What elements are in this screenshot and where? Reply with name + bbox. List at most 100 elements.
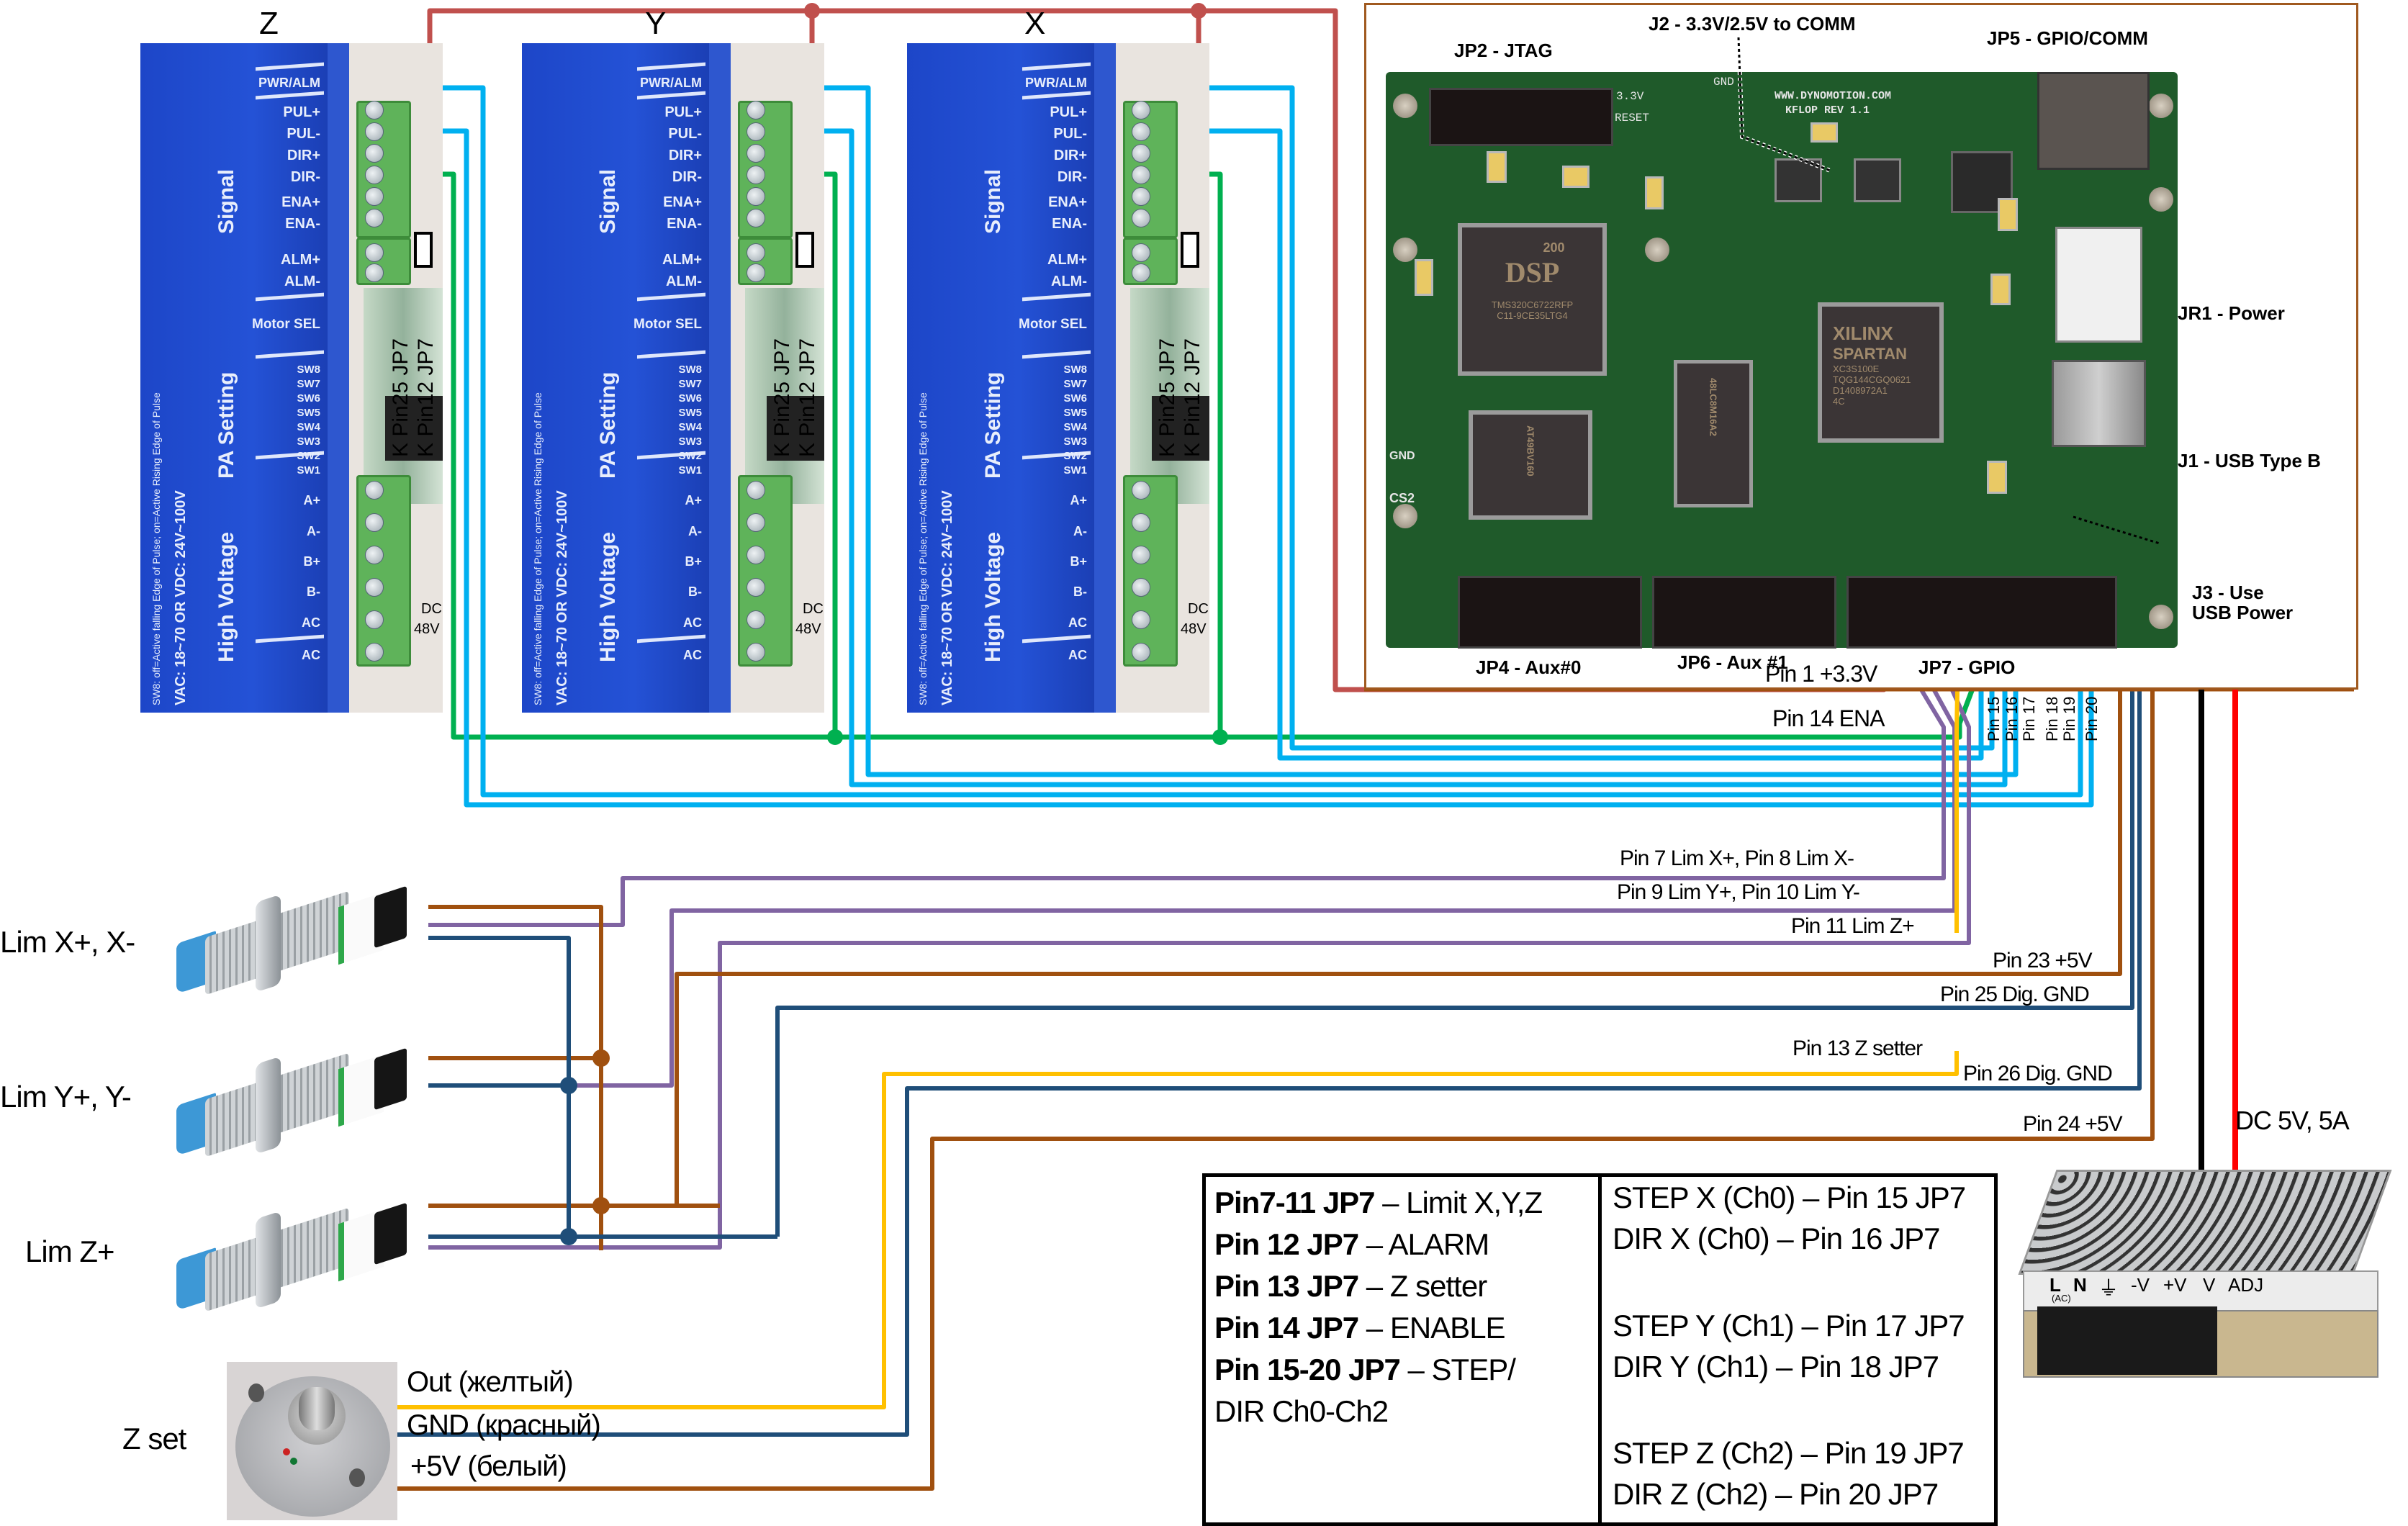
fpga-chip: XILINX SPARTAN XC3S100E TQG144CGQ0621 D1… — [1818, 302, 1944, 443]
label-step-dir-pin: Pin 19 — [2060, 696, 2078, 741]
legend-left-key: Pin 14 JP7 — [1214, 1311, 1359, 1345]
jp5-rj-connector — [2037, 72, 2150, 170]
legend-left-desc: – ENABLE — [1358, 1311, 1506, 1345]
sw-label: SW1 — [297, 464, 320, 477]
jp7-header — [1846, 576, 2117, 649]
sw-label: SW2 — [297, 450, 320, 462]
hv-pin-label: AC — [683, 615, 702, 630]
48v-label: 48V — [795, 621, 821, 637]
wire-sensor-5v — [428, 905, 603, 1250]
capacitor — [1415, 259, 1433, 296]
wire-sensor-gnd — [428, 936, 571, 1244]
axis-label-z: Z — [259, 6, 279, 41]
hv-pin-label: A- — [307, 524, 320, 538]
sw-label: SW6 — [678, 392, 702, 405]
legend-left-key: Pin7-11 JP7 — [1214, 1186, 1375, 1219]
dc-label: DC — [1188, 601, 1209, 617]
mount-hole — [1393, 504, 1417, 528]
label-pin23: Pin 23 +5V — [1993, 949, 2093, 972]
motor-sel-label: Motor SEL — [252, 317, 320, 332]
power-terminal-block — [356, 475, 411, 667]
legend-left-key: Pin 15-20 JP7 — [1214, 1353, 1401, 1386]
silk-3v3: 3.3V — [1616, 90, 1644, 103]
psu-term-neg: -V — [2131, 1274, 2150, 1296]
wire-zsetter — [397, 1051, 1959, 1409]
mount-hole — [2149, 605, 2173, 629]
driver-pin-label: PWR/ALM — [1025, 76, 1087, 90]
driver-pin-label: PWR/ALM — [640, 76, 702, 90]
sw-label: SW4 — [678, 421, 702, 433]
capacitor — [1998, 198, 2018, 231]
silk-rev: KFLOP REV 1.1 — [1785, 104, 1870, 117]
axis-label-y: Y — [645, 6, 667, 41]
capacitor — [1645, 176, 1664, 209]
label-lim-x: Pin 7 Lim X+, Pin 8 Lim X- — [1620, 846, 1854, 870]
sw-label: SW8 — [297, 364, 320, 376]
psu-term-ground: ⏚ — [2098, 1277, 2119, 1299]
hv-pin-label: AC — [1068, 615, 1087, 630]
driver-pin-label: PWR/ALM — [258, 76, 320, 90]
dc-label: DC — [421, 601, 442, 617]
alarm-resistor — [414, 232, 433, 268]
power-terminal-block — [738, 475, 793, 667]
legend-left-row: Pin 14 JP7 – ENABLE — [1214, 1311, 1506, 1345]
label-psu: DC 5V, 5A — [2235, 1106, 2350, 1135]
pin-legend-table: Pin7-11 JP7 – Limit X,Y,Z Pin 12 JP7 – AL… — [1202, 1173, 1998, 1526]
capacitor — [1990, 274, 2011, 305]
dsp-brand: DSP — [1505, 256, 1560, 289]
driver-pin-label: ENA+ — [281, 194, 320, 210]
label-zset-out: Out (желтый) — [407, 1366, 574, 1398]
legend-left-row: Pin 12 JP7 – ALARM — [1214, 1227, 1489, 1262]
driver-pin-label: ENA- — [1052, 216, 1087, 232]
legend-left-desc: – Limit X,Y,Z — [1374, 1186, 1543, 1219]
axis-label-x: X — [1024, 6, 1046, 41]
silk-reset: RESET — [1615, 112, 1650, 125]
legend-left-row: Pin 13 JP7 – Z setter — [1214, 1269, 1487, 1304]
hv-pin-label: B+ — [303, 554, 320, 569]
label-z-set: Z set — [122, 1422, 186, 1455]
silk-cs2: CS2 — [1389, 491, 1415, 505]
mount-hole — [1393, 94, 1417, 118]
hv-pin-label: B- — [688, 584, 702, 599]
legend-right-row: STEP X (Ch0) – Pin 15 JP7 — [1613, 1180, 1966, 1214]
hv-pin-label: AC — [683, 648, 702, 662]
sw-label: SW7 — [297, 378, 320, 390]
capacitor — [1810, 122, 1838, 143]
legend-left-desc: – Z setter — [1358, 1269, 1487, 1303]
hv-pin-label: A+ — [1070, 493, 1087, 507]
hv-pin-label: A+ — [685, 493, 702, 507]
sw-label: SW1 — [678, 464, 702, 477]
j1-usb-connector — [2052, 360, 2146, 447]
legend-left-desc: – STEP/ — [1399, 1353, 1515, 1386]
label-pin25: Pin 25 Dig. GND — [1940, 983, 2090, 1006]
sw-label: SW3 — [678, 435, 702, 448]
driver-pin-label: ALM+ — [1047, 252, 1087, 268]
silk-url: WWW.DYNOMOTION.COM — [1775, 90, 1892, 102]
hv-pin-label: B- — [1073, 584, 1087, 599]
label-jp6: JP6 - Aux #1 — [1677, 651, 1788, 673]
legend-right-row: DIR Z (Ch2) – Pin 20 JP7 — [1613, 1477, 1939, 1511]
sw-label: SW8 — [1063, 364, 1087, 376]
sw-label: SW5 — [297, 407, 320, 419]
kflop-pcb: 200 DSP TMS320C6722RFP C11-9CE35LTG4 48L… — [1386, 72, 2178, 649]
flash-part: AT49BV160 — [1525, 425, 1536, 477]
sw-label: SW8 — [678, 364, 702, 376]
sdram-part: 48LC8M16A2 — [1708, 378, 1719, 436]
driver-pin-label: ALM+ — [281, 252, 320, 268]
label-j2: J2 - 3.3V/2.5V to COMM — [1649, 13, 1856, 35]
sw-label: SW5 — [1063, 407, 1087, 419]
psu-term-pos: +V — [2163, 1274, 2187, 1296]
legend-divider — [1598, 1177, 1602, 1522]
label-step-dir-pin: Pin 16 — [2003, 696, 2021, 741]
flash-chip: AT49BV160 — [1469, 410, 1592, 520]
label-step-dir-pin: Pin 15 — [1985, 696, 2003, 741]
silk-gnd2: GND — [1389, 450, 1415, 462]
junction-gnd — [560, 1077, 577, 1094]
sw-label: SW7 — [678, 378, 702, 390]
hv-pin-label: B+ — [1070, 554, 1087, 569]
alarm-resistor — [1181, 232, 1199, 268]
label-jr1: JR1 - Power — [2178, 302, 2285, 324]
fpga-part2: TQG144CGQ0621 — [1833, 374, 1911, 385]
driver-pin-label: DIR- — [672, 169, 702, 185]
